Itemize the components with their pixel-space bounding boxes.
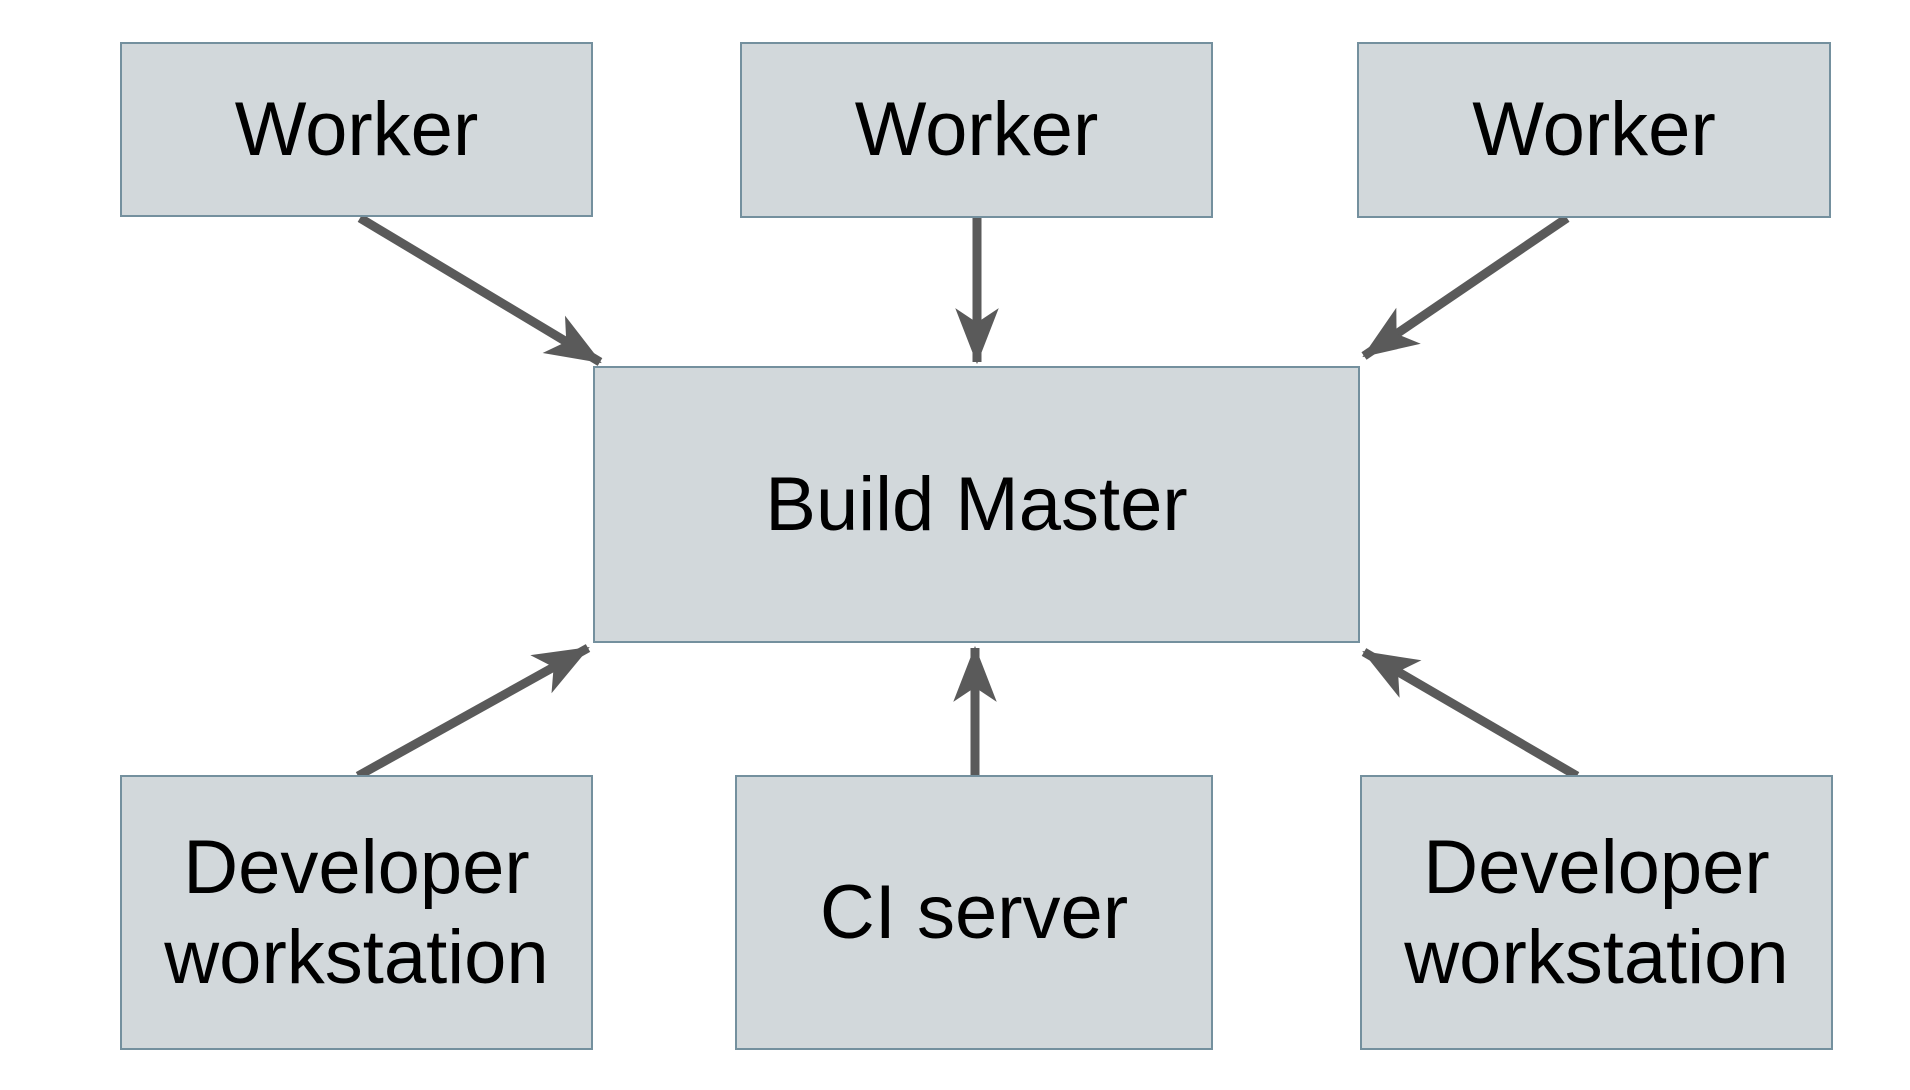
arrow-devleft-to-buildmaster [355,644,591,780]
node-worker-2-label: Worker [854,87,1099,173]
node-developer-workstation-left: Developer workstation [120,775,593,1050]
node-ci-server-label: CI server [819,869,1129,955]
node-developer-workstation-left-label: Developer workstation [164,824,549,1000]
node-worker-1: Worker [120,42,593,217]
node-ci-server: CI server [735,775,1213,1050]
node-developer-workstation-right-label: Developer workstation [1404,824,1789,1000]
node-developer-workstation-right: Developer workstation [1360,775,1833,1050]
node-worker-3-label: Worker [1472,87,1716,173]
arrow-devright-to-buildmaster [1361,648,1580,780]
arrow-worker3-to-buildmaster [1361,214,1570,360]
arrow-worker1-to-buildmaster [357,214,603,366]
node-build-master: Build Master [593,366,1360,643]
node-worker-1-label: Worker [234,86,479,172]
node-worker-3: Worker [1357,42,1831,218]
node-build-master-label: Build Master [765,461,1188,547]
node-worker-2: Worker [740,42,1213,218]
